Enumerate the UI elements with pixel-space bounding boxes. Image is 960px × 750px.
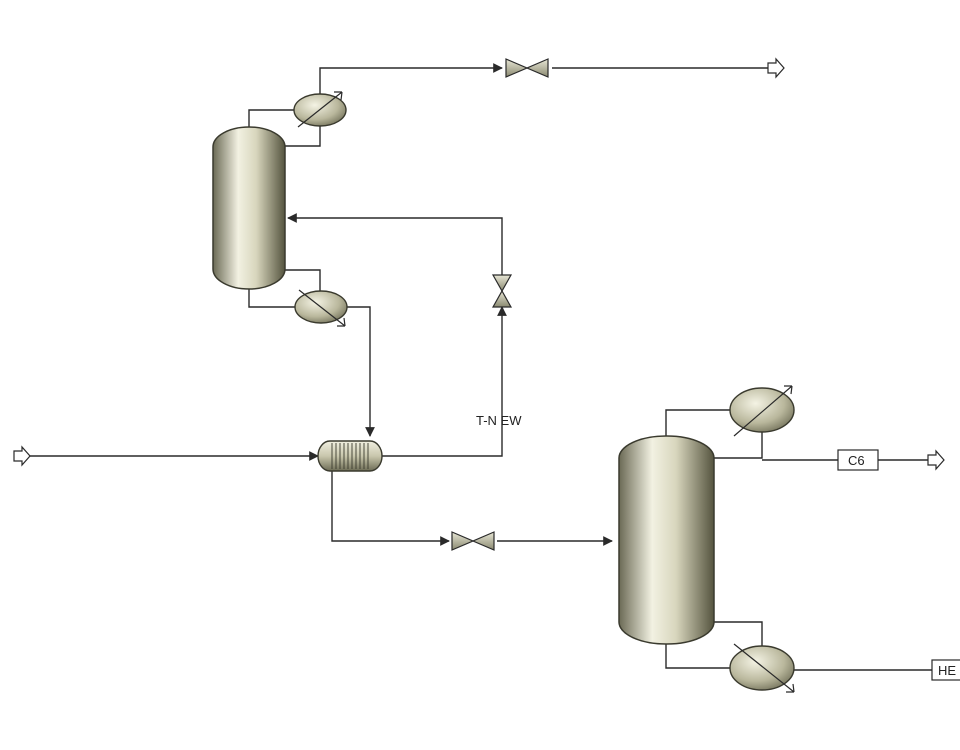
stream-c1-bottoms <box>248 285 296 308</box>
stream-c1-reflux <box>285 124 321 147</box>
valve-bottom-icon[interactable] <box>451 531 495 551</box>
stream-c2-bottoms <box>665 640 736 669</box>
outlet-arrow-c6 <box>927 449 945 471</box>
outlet-arrow-top <box>767 57 785 79</box>
distillation-column-1[interactable] <box>212 126 286 290</box>
stream-label-c6-box <box>837 449 879 471</box>
stream-tnew <box>382 306 507 457</box>
condenser-1-icon[interactable] <box>293 91 347 128</box>
stream-c2-overhead <box>665 409 735 440</box>
stream-c1-overhead <box>248 109 295 134</box>
stream-bottoms-1 <box>346 306 375 437</box>
distillation-column-2[interactable] <box>618 435 715 645</box>
stream-label-c6: C6 <box>848 453 865 468</box>
stream-tnew-return <box>287 213 503 275</box>
stream-c1-boilup <box>285 269 321 292</box>
stream-c2-reflux <box>714 432 763 459</box>
valve-top-icon[interactable] <box>505 58 549 78</box>
stream-distillate-1 <box>319 63 503 95</box>
reboiler-1-icon[interactable] <box>294 289 348 327</box>
condenser-2-icon[interactable] <box>729 385 795 437</box>
valve-recycle-icon[interactable] <box>491 274 513 308</box>
stream-label-tnew: T-N EW <box>476 413 522 428</box>
stream-label-he: HE <box>938 663 956 678</box>
reboiler-2-icon[interactable] <box>729 643 795 693</box>
stream-c2-boilup <box>714 621 763 648</box>
feed-heat-exchanger-icon[interactable] <box>317 440 383 472</box>
feed-inlet-arrow <box>13 445 31 467</box>
stream-label-he-box <box>931 659 960 681</box>
stream-to-column-2 <box>331 470 450 546</box>
